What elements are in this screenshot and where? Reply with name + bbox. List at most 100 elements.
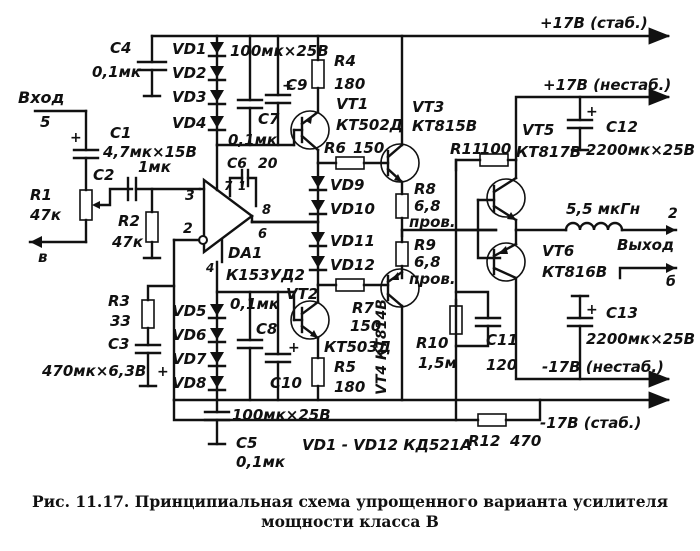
r12-name: R12 — [468, 432, 500, 450]
r1-value: 47к — [29, 206, 62, 224]
transistor-vt1: VT1 КТ502Д — [290, 95, 403, 165]
pin-6: 6 — [258, 227, 267, 242]
output-pin-signal: 2 — [668, 206, 678, 222]
vt2-type: КТ503Д — [324, 338, 391, 356]
c4-value: 0,1мк — [92, 63, 142, 81]
c5-name: C5 — [236, 434, 257, 452]
vt4-label: VT4 КТ814В — [374, 299, 390, 395]
capacitor-c4: C4 0,1мк — [92, 34, 168, 98]
transistor-vt5: VT5 КТ817В — [476, 121, 581, 232]
cap-pos-value: 100мк×25В — [230, 42, 329, 60]
cap-neg-value: 100мк×25В — [232, 406, 331, 424]
r6-value: 150 — [353, 139, 384, 157]
diode-vd1: VD1 — [172, 40, 227, 58]
c2-name: C2 — [93, 166, 114, 184]
vt2-name: VT2 — [286, 285, 318, 303]
c13-value: 2200мк×25В — [586, 330, 695, 348]
resistor-r5: R5 180 — [311, 336, 365, 402]
vt3-name: VT3 — [412, 98, 444, 116]
da1-name: DA1 — [228, 244, 263, 262]
neg-stab-rail-label: -17В (стаб.) — [540, 414, 641, 432]
diode-type-note: VD1 - VD12 КД521А — [302, 436, 472, 454]
vt5-type: КТ817В — [516, 143, 581, 161]
resistor-r8: R8 6,8 пров. — [395, 180, 456, 238]
c8-value: 0,1мк — [230, 295, 280, 313]
c11-name: C11 — [486, 331, 518, 349]
r9-name: R9 — [414, 236, 436, 254]
pos-unstab-rail: +17В (нестаб.) — [514, 76, 671, 162]
resistor-r3: R3 33 — [108, 284, 176, 347]
r9-value: 6,8 — [414, 253, 441, 271]
svg-text:+: + — [288, 340, 300, 356]
r7-value: 150 — [350, 317, 381, 335]
diode-vd4: VD4 — [172, 114, 227, 132]
vt1-name: VT1 — [336, 95, 368, 113]
vt6-name: VT6 — [542, 242, 574, 260]
inductor-l1: 5,5 мкГн — [514, 200, 678, 235]
diode-vd10: VD10 — [308, 200, 375, 218]
r8-value: 6,8 — [414, 197, 441, 215]
r2-name: R2 — [118, 212, 140, 230]
figure-caption-line2: мощности класса В — [261, 512, 439, 531]
capacitor-c9: + C9 100мк×25В — [230, 34, 329, 147]
capacitor-c7: C7 0,1мк — [228, 34, 280, 149]
pin-2: 2 — [183, 221, 193, 237]
diode-vd12: VD12 — [308, 256, 375, 274]
transistor-vt4: VT4 КТ814В — [374, 268, 420, 402]
diode-label: VD1 — [172, 40, 207, 58]
diode-label: VD8 — [172, 374, 207, 392]
r4-value: 180 — [334, 75, 365, 93]
capacitor-c3: + C3 470мк×6,3В — [41, 335, 169, 388]
diode-vd2: VD2 — [172, 64, 227, 82]
resistor-r12: R12 470 — [172, 398, 541, 450]
r6-name: R6 — [324, 139, 346, 157]
transistor-vt6: VT6 КТ816В — [486, 228, 607, 282]
neg-unstab-rail: -17В (нестаб.) — [514, 276, 671, 388]
capacitor-c1: + C1 4,7мк×15В — [70, 109, 197, 192]
r2-value: 47к — [111, 233, 144, 251]
c1-value: 4,7мк×15В — [102, 143, 197, 161]
resistor-r9: R9 6,8 пров. — [395, 228, 456, 288]
input-label: Вход — [18, 88, 64, 107]
neg-unstab-rail-label: -17В (нестаб.) — [542, 358, 664, 376]
vt3-type: КТ815В — [412, 117, 477, 135]
diode-label: VD12 — [330, 256, 375, 274]
pin-8: 8 — [262, 203, 271, 218]
pos-stab-rail-label: +17В (стаб.) — [540, 14, 648, 32]
input-pin-ground: в — [38, 248, 48, 266]
r8-name: R8 — [414, 180, 436, 198]
vt6-type: КТ816В — [542, 263, 607, 281]
diode-label: VD5 — [172, 302, 207, 320]
pin-4: 4 — [205, 261, 214, 275]
resistor-r1: R1 47к — [29, 186, 134, 244]
da1-type: К153УД2 — [226, 266, 305, 284]
c5-value: 0,1мк — [236, 453, 286, 471]
c6-name: C6 — [227, 156, 247, 172]
diode-label: VD10 — [330, 200, 375, 218]
c11-value: 120 — [486, 356, 517, 374]
svg-text:+: + — [70, 130, 82, 146]
c3-value: 470мк×6,3В — [41, 362, 146, 380]
r7-name: R7 — [352, 299, 375, 317]
vt5-name: VT5 — [522, 121, 554, 139]
r3-name: R3 — [108, 292, 130, 310]
output-pin-ground: б — [666, 274, 676, 290]
vt1-type: КТ502Д — [336, 116, 403, 134]
capacitor-c2: C2 1мк — [93, 158, 202, 202]
pin-3: 3 — [185, 188, 195, 204]
r4-name: R4 — [334, 52, 356, 70]
resistor-r4: R4 180 — [311, 34, 365, 112]
resistor-r6: R6 150 — [316, 139, 390, 170]
capacitor-c11: C11 120 — [454, 290, 518, 374]
diode-label: VD6 — [172, 326, 207, 344]
inductor-value: 5,5 мкГн — [566, 200, 640, 218]
diode-label: VD11 — [330, 232, 375, 250]
diode-stack-top: VD1 VD2 VD3 VD4 — [172, 40, 227, 132]
c2-value: 1мк — [138, 158, 172, 176]
r5-value: 180 — [334, 378, 365, 396]
capacitor-c12: + C12 2200мк×25В — [566, 95, 695, 159]
r12-value: 470 — [509, 432, 541, 450]
diode-label: VD2 — [172, 64, 207, 82]
diode-vd9: VD9 — [308, 176, 365, 194]
